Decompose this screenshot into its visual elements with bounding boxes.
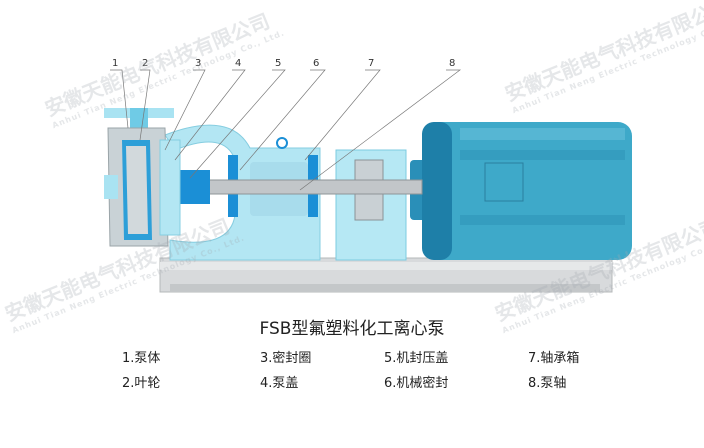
part-label-4: 4: [235, 58, 241, 69]
pump-casing: [104, 108, 181, 247]
part-label-8: 8: [449, 58, 455, 69]
legend-item: 4.泵盖: [260, 376, 299, 391]
legend-item: 5.机封压盖: [384, 351, 449, 366]
diagram-title: FSB型氟塑料化工离心泵: [259, 319, 445, 339]
motor: [410, 122, 632, 260]
mechanical-seal: [178, 170, 210, 204]
legend-item: 8.泵轴: [528, 376, 567, 391]
part-label-1: 1: [112, 58, 118, 69]
part-label-3: 3: [195, 58, 201, 69]
part-label-5: 5: [275, 58, 281, 69]
legend-item: 7.轴承箱: [528, 351, 580, 366]
part-label-2: 2: [142, 58, 148, 69]
part-callouts: [110, 69, 462, 191]
legend-item: 3.密封圈: [260, 351, 312, 366]
legend-item: 2.叶轮: [122, 376, 161, 391]
legend-item: 1.泵体: [122, 351, 161, 366]
legend-item: 6.机械密封: [384, 376, 449, 391]
coupling: [335, 149, 407, 261]
part-label-7: 7: [368, 58, 374, 69]
base-plate: [159, 257, 613, 293]
part-label-6: 6: [313, 58, 319, 69]
